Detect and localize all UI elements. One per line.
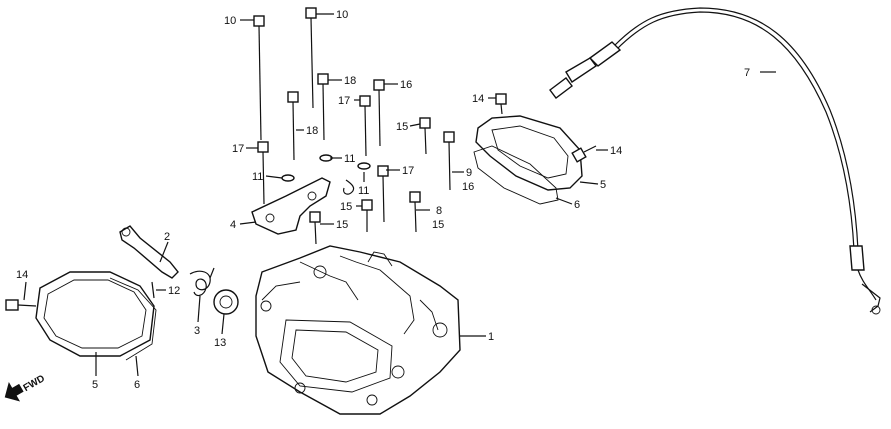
label-18-top: 18 [344,75,356,87]
label-15-b: 15 [340,201,352,213]
shift-shaft [119,225,179,279]
pin [151,281,155,299]
label-11-top: 11 [344,153,355,165]
label-14-top: 14 [472,93,484,105]
label-12: 12 [168,285,180,297]
washers [281,154,371,182]
label-16-lower: 16 [462,181,474,193]
label-15-d: 15 [432,219,444,231]
bearing [213,289,239,315]
label-3: 3 [194,325,200,337]
label-14-right: 14 [610,145,622,157]
label-11-mid: 11 [358,185,369,197]
label-4: 4 [230,219,236,231]
left-gasket [109,277,157,361]
right-cover [475,115,583,191]
bolt-right-top [495,93,507,115]
label-17-right: 17 [402,165,414,177]
label-11-left: 11 [252,171,263,183]
bolt-left [5,299,37,311]
label-15-a: 15 [396,121,408,133]
bracket [251,177,331,235]
label-7: 7 [744,67,750,79]
spring [189,267,215,297]
part-labels: 1 2 3 4 5 5 6 6 7 8 9 10 10 11 11 11 12 … [16,9,750,391]
crankcase-housing [255,245,461,415]
label-17-left: 17 [232,143,244,155]
clip [343,179,355,195]
label-6-right: 6 [574,199,580,211]
left-cover [35,271,155,357]
label-2: 2 [164,231,170,243]
label-6-left: 6 [134,379,140,391]
label-8: 8 [436,205,442,217]
bolts [253,7,455,245]
right-gasket [473,145,559,205]
label-10-left: 10 [224,15,236,27]
label-13: 13 [214,337,226,349]
fwd-label: FWD [22,373,47,394]
label-16-top: 16 [400,79,412,91]
leader-lines [23,13,776,377]
label-10-right: 10 [336,9,348,21]
label-5-right: 5 [600,179,606,191]
label-1: 1 [488,331,494,343]
cable [549,7,881,315]
label-15-c: 15 [336,219,348,231]
bolt-right-side [571,145,597,163]
label-17-mid: 17 [338,95,350,107]
label-5-left: 5 [92,379,98,391]
fwd-arrow-icon: FWD [4,373,47,402]
label-18-lower: 18 [306,125,318,137]
label-14-left: 14 [16,269,28,281]
label-9: 9 [466,167,472,179]
